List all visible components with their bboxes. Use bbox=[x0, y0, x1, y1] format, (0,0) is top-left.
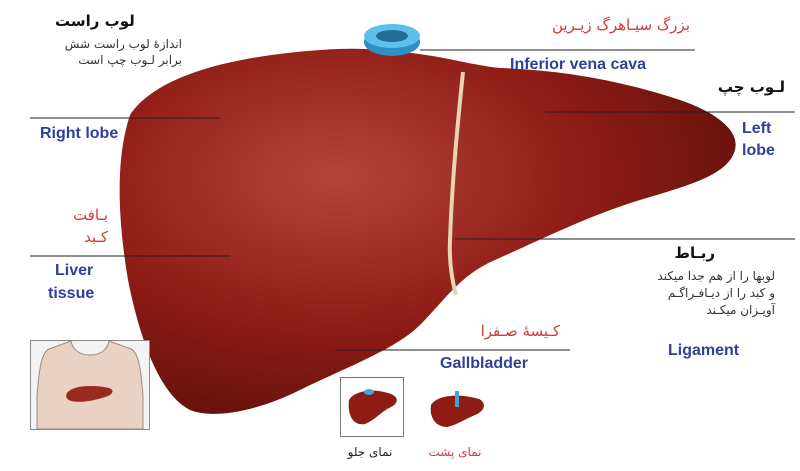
ligament-fa-note-3: آویـزان میکـند bbox=[585, 302, 775, 318]
gallbladder-en-label: Gallbladder bbox=[440, 355, 528, 373]
right-lobe-fa-note-1: اندازهٔ لوب راست شش bbox=[12, 36, 182, 52]
left-lobe-fa-label: لـوب چپ bbox=[695, 78, 785, 96]
liver-front-icon bbox=[341, 378, 403, 436]
left-lobe-en-line1: Left bbox=[742, 120, 771, 138]
gallbladder-fa-label: کـیسهٔ صـفرا bbox=[440, 322, 560, 340]
ligament-fa-note-1: لوبها را از هم جدا میکند bbox=[585, 268, 775, 284]
liver-shape bbox=[120, 49, 736, 414]
front-view-caption: نمای جلو bbox=[335, 445, 405, 459]
ivc-fa-label: بزرگ سیـاهرگ زیـرین bbox=[505, 16, 690, 34]
ligament-fa-title: ربـاط bbox=[655, 244, 715, 262]
liver-tissue-fa-line2: کـبد bbox=[58, 228, 108, 246]
torso-icon bbox=[31, 341, 149, 429]
ligament-fa-note-2: و کبد را از دیـافـراگـم bbox=[585, 285, 775, 301]
liver-back-icon[interactable] bbox=[425, 385, 489, 433]
ligament-en-label: Ligament bbox=[668, 342, 739, 360]
front-view-thumbnail[interactable] bbox=[340, 377, 404, 437]
liver-tissue-en-line1: Liver bbox=[55, 262, 93, 280]
liver-tissue-en-line2: tissue bbox=[48, 285, 94, 303]
left-lobe-en-line2: lobe bbox=[742, 142, 775, 160]
ivc-en-label: Inferior vena cava bbox=[510, 56, 646, 74]
right-lobe-fa-note-2: برابر لـوب چپ است bbox=[12, 52, 182, 68]
right-lobe-fa-title: لوب راست bbox=[55, 12, 135, 30]
body-location-inset bbox=[30, 340, 150, 430]
back-view-caption: نمای پشت bbox=[420, 445, 490, 459]
right-lobe-en-label: Right lobe bbox=[40, 125, 118, 143]
liver-tissue-fa-line1: بـافت bbox=[58, 206, 108, 224]
